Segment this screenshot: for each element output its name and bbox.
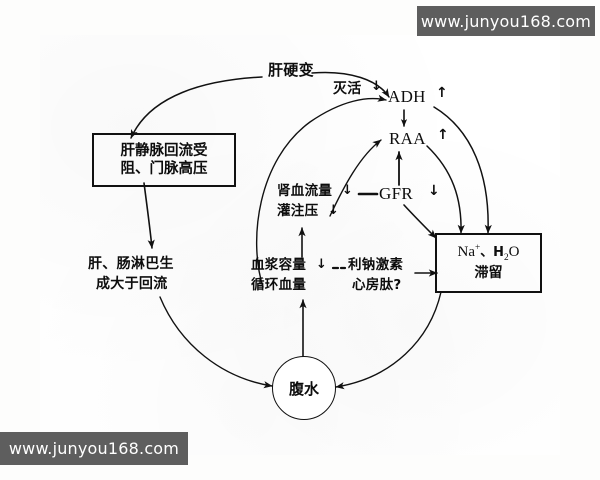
node-raa-label: RAA (389, 129, 426, 148)
node-gfr-label: GFR (379, 184, 413, 203)
edge-cirrhosis-to-portal-box (130, 76, 263, 139)
edge-renal-flow-to-raa (329, 139, 382, 217)
na-h2o-mid: 、H (480, 245, 504, 261)
node-lymph-line2: 成大于回流 (96, 276, 168, 292)
node-ascites-label: 腹水 (288, 379, 319, 398)
edge-portal-box-to-lymph (143, 182, 155, 249)
edge-adh-to-na-h2o (433, 106, 492, 234)
na-h2o-two: 2 (503, 253, 509, 264)
na-h2o-na: Na (457, 244, 476, 261)
node-adh-label: ADH (388, 87, 426, 106)
node-portal-hypertension-box: 肝静脉回流受 阻、门脉高压 (92, 133, 236, 187)
node-plasma-volume-arrow: ↓ (316, 257, 328, 272)
edge-gfr-to-na-h2o (403, 204, 437, 239)
node-natriuretic-line2: 心房肽? (352, 277, 402, 293)
node-natriuretic-line1: 利钠激素 (348, 257, 404, 273)
edge-raa-to-na-h2o (426, 145, 465, 234)
watermark-bottom-left: www.junyou168.com (0, 432, 188, 465)
node-raa-arrow: ↑ (437, 127, 450, 143)
node-gfr-arrow: ↓ (428, 183, 441, 199)
node-ascites-circle: 腹水 (272, 356, 336, 420)
portal-box-line1: 肝静脉回流受 (120, 142, 208, 159)
node-na-h2o-retention-box: Na+、H2O 滞留 (435, 233, 542, 293)
node-plasma-volume-line1: 血浆容量 (251, 257, 307, 273)
node-inactivation: 灭活 (333, 81, 362, 97)
na-h2o-formula: Na+、H2O (458, 243, 520, 265)
node-renal-flow-arrow1: ↓ (342, 183, 354, 198)
na-h2o-plus: + (475, 243, 481, 254)
scanned-paper-background (40, 35, 560, 455)
node-lymph-line1: 肝、肠淋巴生 (88, 256, 174, 272)
node-plasma-volume-line2: 循环血量 (251, 277, 307, 293)
portal-box-line2: 阻、门脉高压 (120, 161, 208, 177)
na-h2o-line2: 滞留 (474, 265, 503, 282)
edge-na-h2o-to-ascites (335, 291, 442, 390)
node-renal-flow-arrow2: ↓ (328, 203, 340, 218)
na-h2o-o: O (508, 244, 520, 261)
watermark-top-right: www.junyou168.com (417, 6, 595, 36)
edge-plasma-volume-to-adh (255, 94, 387, 288)
edge-cirrhosis-to-adh (311, 71, 390, 98)
node-renal-flow-line2: 灌注压 (277, 203, 319, 219)
edge-lymph-to-ascites (159, 296, 273, 389)
node-adh-arrow: ↑ (436, 85, 449, 101)
node-renal-flow-line1: 肾血流量 (277, 183, 333, 199)
node-inactivation-arrow: ↓ (371, 79, 383, 94)
node-cirrhosis: 肝硬变 (268, 61, 314, 79)
